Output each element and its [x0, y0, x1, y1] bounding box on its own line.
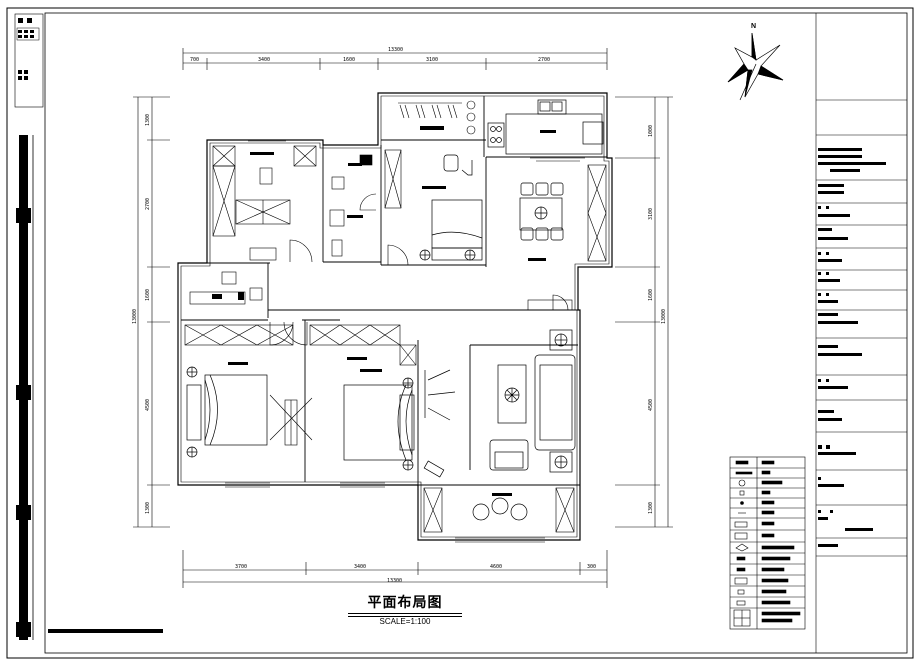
dim-right-seg-3: 1600	[648, 289, 654, 301]
dim-left-seg-5: 1300	[145, 502, 151, 514]
dim-bottom-seg-2: 3400	[354, 564, 366, 570]
beds	[186, 199, 483, 471]
north-arrow-icon	[727, 32, 784, 101]
dim-right-seg-2: 3100	[648, 208, 654, 220]
dim-bottom-total: 13300	[387, 578, 402, 584]
dim-right-seg-4: 4500	[648, 399, 654, 411]
dimension-lines	[133, 48, 673, 588]
north-label: N	[751, 23, 757, 30]
dimension-labels: 13300 700 3400 1600 3100 2700 3700 3400 …	[132, 47, 667, 584]
dim-left-seg-3: 1600	[145, 289, 151, 301]
windows	[225, 140, 585, 543]
dim-bottom-seg-4: 300	[587, 564, 596, 570]
legend-table	[729, 456, 806, 630]
bathroom-fixtures	[189, 154, 373, 305]
dim-top-seg-1: 700	[190, 57, 199, 63]
exterior-walls	[177, 92, 613, 541]
title-underline-thin	[348, 616, 462, 617]
study-desk	[443, 154, 473, 176]
study-label-mark	[422, 186, 446, 189]
drawing-title: 平面布局图	[367, 595, 443, 611]
legend-symbols	[733, 460, 801, 627]
dim-left-seg-1: 1300	[145, 114, 151, 126]
interior-walls	[181, 96, 607, 486]
dining-label-mark	[528, 258, 546, 261]
room-label-marks	[228, 152, 512, 496]
dim-top-total: 13300	[388, 47, 403, 53]
balcony-label-mark	[420, 126, 444, 130]
dim-top-seg-5: 2700	[538, 57, 550, 63]
drawing-scale: SCALE=1:100	[379, 617, 431, 626]
top-balcony-rack	[398, 100, 476, 135]
dim-bottom-seg-3: 4600	[490, 564, 502, 570]
dim-right-seg-1: 1000	[648, 125, 654, 137]
bathroom-marks	[212, 163, 363, 300]
bottom-left-bar	[48, 629, 163, 633]
door-swings	[269, 193, 569, 346]
title-block-text-marks	[818, 148, 886, 547]
right-title-block	[815, 13, 907, 653]
dim-top-seg-4: 3100	[426, 57, 438, 63]
living-room-furniture	[417, 329, 576, 478]
dim-bottom-seg-1: 3700	[235, 564, 247, 570]
dining-set	[519, 182, 564, 241]
title-underline-thick	[348, 613, 462, 614]
dim-top-seg-3: 1600	[343, 57, 355, 63]
dim-left-seg-2: 2700	[145, 198, 151, 210]
left-margin-strip	[14, 13, 44, 640]
dim-right-seg-5: 1300	[648, 502, 654, 514]
dim-top-seg-2: 3400	[258, 57, 270, 63]
dim-left-seg-4: 4500	[145, 399, 151, 411]
bottom-balcony-chairs	[472, 497, 528, 521]
built-in-cabinets	[184, 145, 607, 533]
kitchen-label-mark	[540, 130, 556, 133]
kitchen-fixtures	[487, 99, 604, 155]
inner-frame	[44, 12, 908, 654]
drawing-title-block: 平面布局图 SCALE=1:100	[340, 594, 470, 627]
dim-right-total: 13000	[661, 309, 667, 324]
dim-left-total: 13000	[132, 309, 138, 324]
sheet-border	[6, 7, 914, 659]
